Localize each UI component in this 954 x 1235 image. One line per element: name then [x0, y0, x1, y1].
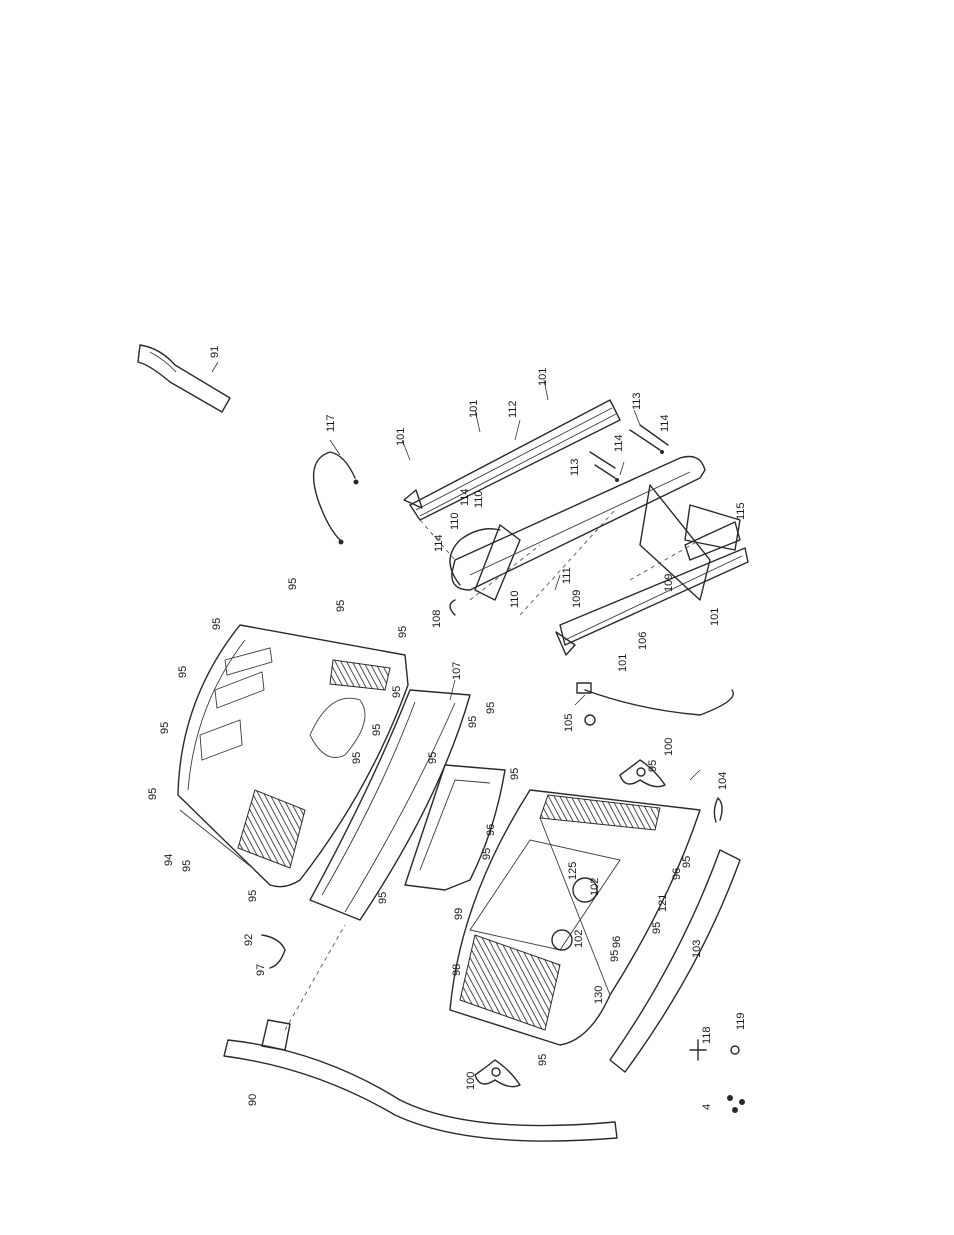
lower-handrail-90	[224, 1020, 617, 1141]
label-101: 101	[395, 428, 407, 446]
label-95: 95	[537, 1054, 549, 1066]
label-103: 103	[691, 940, 703, 958]
label-98: 98	[451, 964, 463, 976]
label-95: 95	[181, 860, 193, 872]
label-121: 121	[657, 894, 669, 912]
rear-hood-94	[178, 625, 408, 887]
label-109: 109	[663, 574, 675, 592]
left-upright-cover-106	[556, 548, 748, 655]
label-100: 100	[465, 1072, 477, 1090]
cable-105	[577, 683, 733, 725]
label-95: 95	[647, 760, 659, 772]
label-119: 119	[735, 1012, 747, 1030]
label-110: 110	[473, 490, 485, 508]
label-101: 101	[468, 400, 480, 418]
label-130: 130	[593, 986, 605, 1004]
label-107: 107	[451, 662, 463, 680]
label-106: 106	[637, 632, 649, 650]
label-101: 101	[537, 368, 549, 386]
label-102: 102	[573, 930, 585, 948]
label-95: 95	[247, 890, 259, 902]
label-95: 95	[651, 922, 663, 934]
label-111: 111	[561, 567, 573, 584]
bracket-115	[685, 522, 740, 560]
label-95: 95	[147, 788, 159, 800]
label-95: 95	[351, 752, 363, 764]
label-95: 95	[177, 666, 189, 678]
label-95: 95	[485, 702, 497, 714]
label-112: 112	[507, 400, 519, 418]
label-94: 94	[163, 854, 175, 866]
label-95: 95	[397, 626, 409, 638]
bolts-113-114	[590, 425, 668, 482]
wire-104	[714, 798, 722, 822]
label-95: 95	[391, 686, 403, 698]
label-96: 96	[485, 824, 497, 836]
label-95: 95	[467, 716, 479, 728]
label-95: 95	[211, 618, 223, 630]
wire-92	[262, 935, 285, 968]
label-110: 110	[449, 512, 461, 530]
motor-hood-frame-107	[310, 690, 470, 920]
label-95: 95	[609, 950, 621, 962]
label-96: 96	[671, 868, 683, 880]
label-100: 100	[663, 738, 675, 756]
label-101: 101	[617, 654, 629, 672]
label-96: 96	[611, 936, 623, 948]
label-95: 95	[335, 600, 347, 612]
feet-part-4	[727, 1095, 745, 1113]
label-101: 101	[709, 608, 721, 626]
front-handle-103	[610, 850, 740, 1072]
label-114: 114	[659, 414, 671, 432]
label-91: 91	[209, 346, 221, 358]
label-114: 114	[433, 534, 445, 552]
part-labels: 91 117 101 101 101 112 113 114 114 113 1…	[147, 346, 747, 1110]
label-95: 95	[481, 848, 493, 860]
label-95: 95	[509, 768, 521, 780]
label-95: 95	[427, 752, 439, 764]
label-95: 95	[287, 578, 299, 590]
label-97: 97	[255, 964, 267, 976]
label-104: 104	[717, 772, 729, 790]
label-110: 110	[509, 590, 521, 608]
label-105: 105	[563, 714, 575, 732]
label-114: 114	[459, 488, 471, 506]
label-95: 95	[371, 724, 383, 736]
wire-117	[314, 452, 359, 545]
label-113: 113	[569, 458, 581, 476]
label-95: 95	[681, 856, 693, 868]
label-95: 95	[159, 722, 171, 734]
label-92: 92	[243, 934, 255, 946]
label-117: 117	[325, 414, 337, 432]
label-125: 125	[567, 862, 579, 880]
upright-frame-111	[450, 457, 740, 616]
label-115: 115	[735, 502, 747, 520]
label-99: 99	[453, 908, 465, 920]
label-113: 113	[631, 392, 643, 410]
fan-100-left	[475, 1060, 520, 1087]
leader-lines	[212, 362, 700, 780]
label-109: 109	[571, 590, 583, 608]
label-114: 114	[613, 434, 625, 452]
label-118: 118	[701, 1026, 713, 1044]
label-95: 95	[377, 892, 389, 904]
label-102: 102	[589, 878, 601, 896]
label-90: 90	[247, 1094, 259, 1106]
label-108: 108	[431, 610, 443, 628]
parts-118-119	[690, 1040, 739, 1060]
label-4: 4	[701, 1104, 713, 1110]
